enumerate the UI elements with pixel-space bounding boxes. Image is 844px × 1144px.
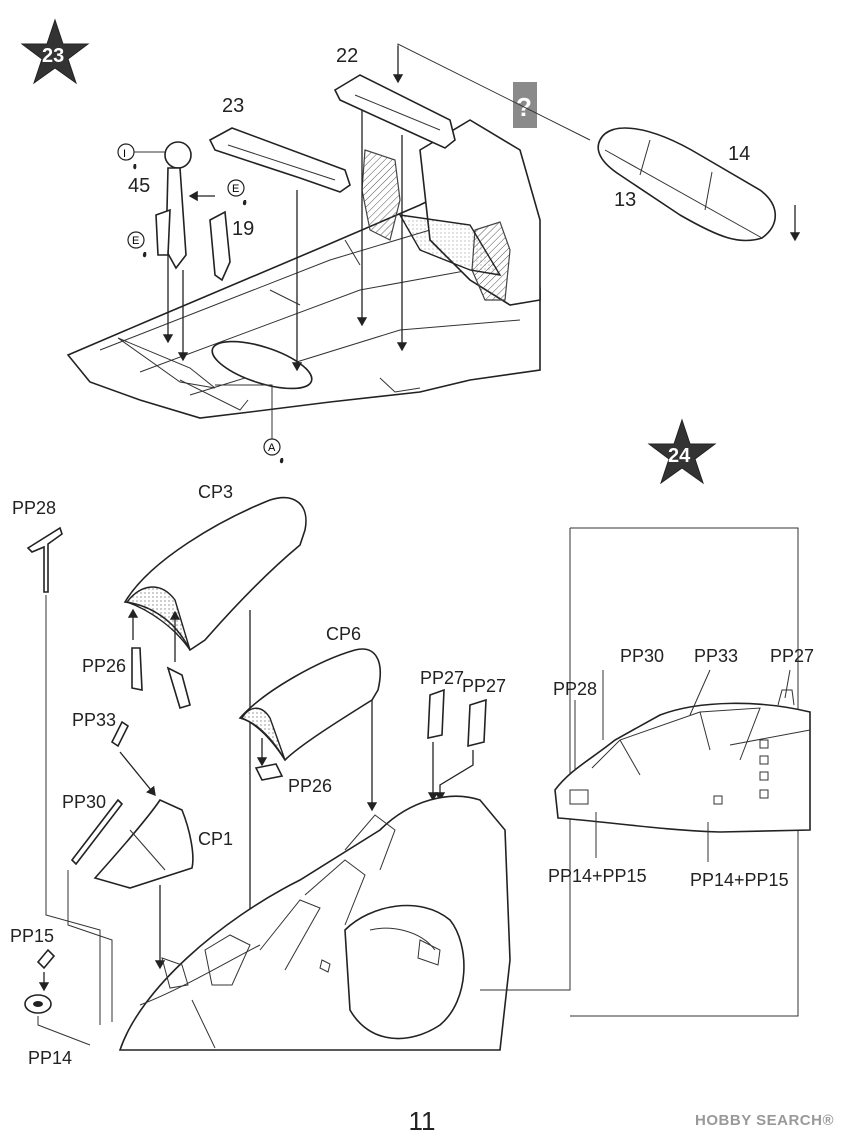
step-23-label: STEP: [61, 18, 90, 37]
page-number: 11: [408, 1106, 436, 1136]
part-pp14-label: PP14: [28, 1048, 72, 1068]
detail-pp33-label: PP33: [694, 646, 738, 666]
cockpit-fuselage: [118, 795, 511, 1051]
step-24-badge: STEP 24: [647, 416, 717, 485]
part-pp27-pair: PP27 PP27: [420, 668, 506, 748]
part-23: 23: [208, 95, 351, 193]
detail-pp14-pp15-right-label: PP14+PP15: [690, 870, 789, 890]
part-23-label: 23: [222, 95, 244, 117]
part-pp26-lower: PP26: [254, 763, 332, 796]
part-pp26-lower-label: PP26: [288, 776, 332, 796]
part-45-label: 45: [128, 175, 150, 197]
part-22-label: 22: [336, 45, 358, 67]
detail-pp27-label: PP27: [770, 646, 814, 666]
part-45: 45: [128, 141, 192, 270]
step-24-number: 24: [668, 445, 691, 467]
star-icon: [20, 18, 90, 85]
paint-marker-e2: E: [127, 231, 147, 258]
marker-e1-text: E: [232, 183, 239, 195]
part-19: 19: [209, 210, 254, 282]
paint-marker-i: I: [117, 143, 165, 170]
detail-inset: PP30 PP33 PP27 PP28 PP14+PP15 PP14+PP15: [480, 527, 814, 1017]
paint-marker-e1: E: [227, 179, 247, 206]
part-pp28: PP28: [12, 498, 101, 1025]
step-23-number: 23: [42, 45, 64, 67]
paint-drop-icon: [242, 200, 247, 206]
hobby-search-watermark: HOBBY SEARCH®: [695, 1112, 834, 1129]
watermark-trademark: ®: [822, 1112, 834, 1129]
part-pp26-upper: PP26: [82, 647, 191, 709]
part-19-label: 19: [232, 218, 254, 240]
star-icon: [647, 418, 717, 485]
watermark-text: HOBBY SEARCH: [695, 1112, 823, 1129]
paint-marker-a: A: [215, 384, 284, 464]
detail-pp14-pp15-left-label: PP14+PP15: [548, 866, 647, 886]
part-cp1: CP1: [93, 798, 233, 889]
part-pp27-a-label: PP27: [420, 668, 464, 688]
drop-tank-13-14: 14 13: [597, 127, 801, 242]
part-14-label: 14: [728, 143, 750, 165]
part-13-label: 13: [614, 189, 636, 211]
step-23-section: STEP 23 22: [20, 18, 801, 464]
part-cp6-label: CP6: [326, 624, 361, 644]
part-pp27-b-label: PP27: [462, 676, 506, 696]
part-22: 22: [333, 45, 456, 149]
part-pp33: PP33: [72, 710, 130, 748]
part-cp1-label: CP1: [198, 829, 233, 849]
step-24-label: STEP: [685, 416, 714, 435]
question-box: ?: [513, 82, 537, 128]
marker-e2-text: E: [132, 235, 139, 247]
part-pp15-label: PP15: [10, 926, 54, 946]
part-cp3-label: CP3: [198, 482, 233, 502]
part-pp33-label: PP33: [72, 710, 116, 730]
part-cp3: CP3: [123, 482, 307, 652]
step-23-badge: STEP 23: [20, 18, 90, 85]
part-pp26-upper-label: PP26: [82, 656, 126, 676]
paint-drop-icon: [142, 252, 147, 258]
part-cp6: CP6: [238, 624, 382, 762]
marker-a-text: A: [268, 442, 276, 454]
paint-drop-icon: [279, 458, 284, 464]
part-pp30-label: PP30: [62, 792, 106, 812]
part-pp15-pp14: PP15 PP14: [10, 926, 91, 1068]
detail-pp28-label: PP28: [553, 679, 597, 699]
part-pp28-label: PP28: [12, 498, 56, 518]
detail-pp30-label: PP30: [620, 646, 664, 666]
step-24-section: STEP 24 PP28 CP3 PP26 CP6: [10, 416, 814, 1068]
paint-drop-icon: [133, 164, 137, 170]
marker-i-text: I: [123, 148, 126, 160]
part-pp30: PP30: [62, 792, 124, 1022]
